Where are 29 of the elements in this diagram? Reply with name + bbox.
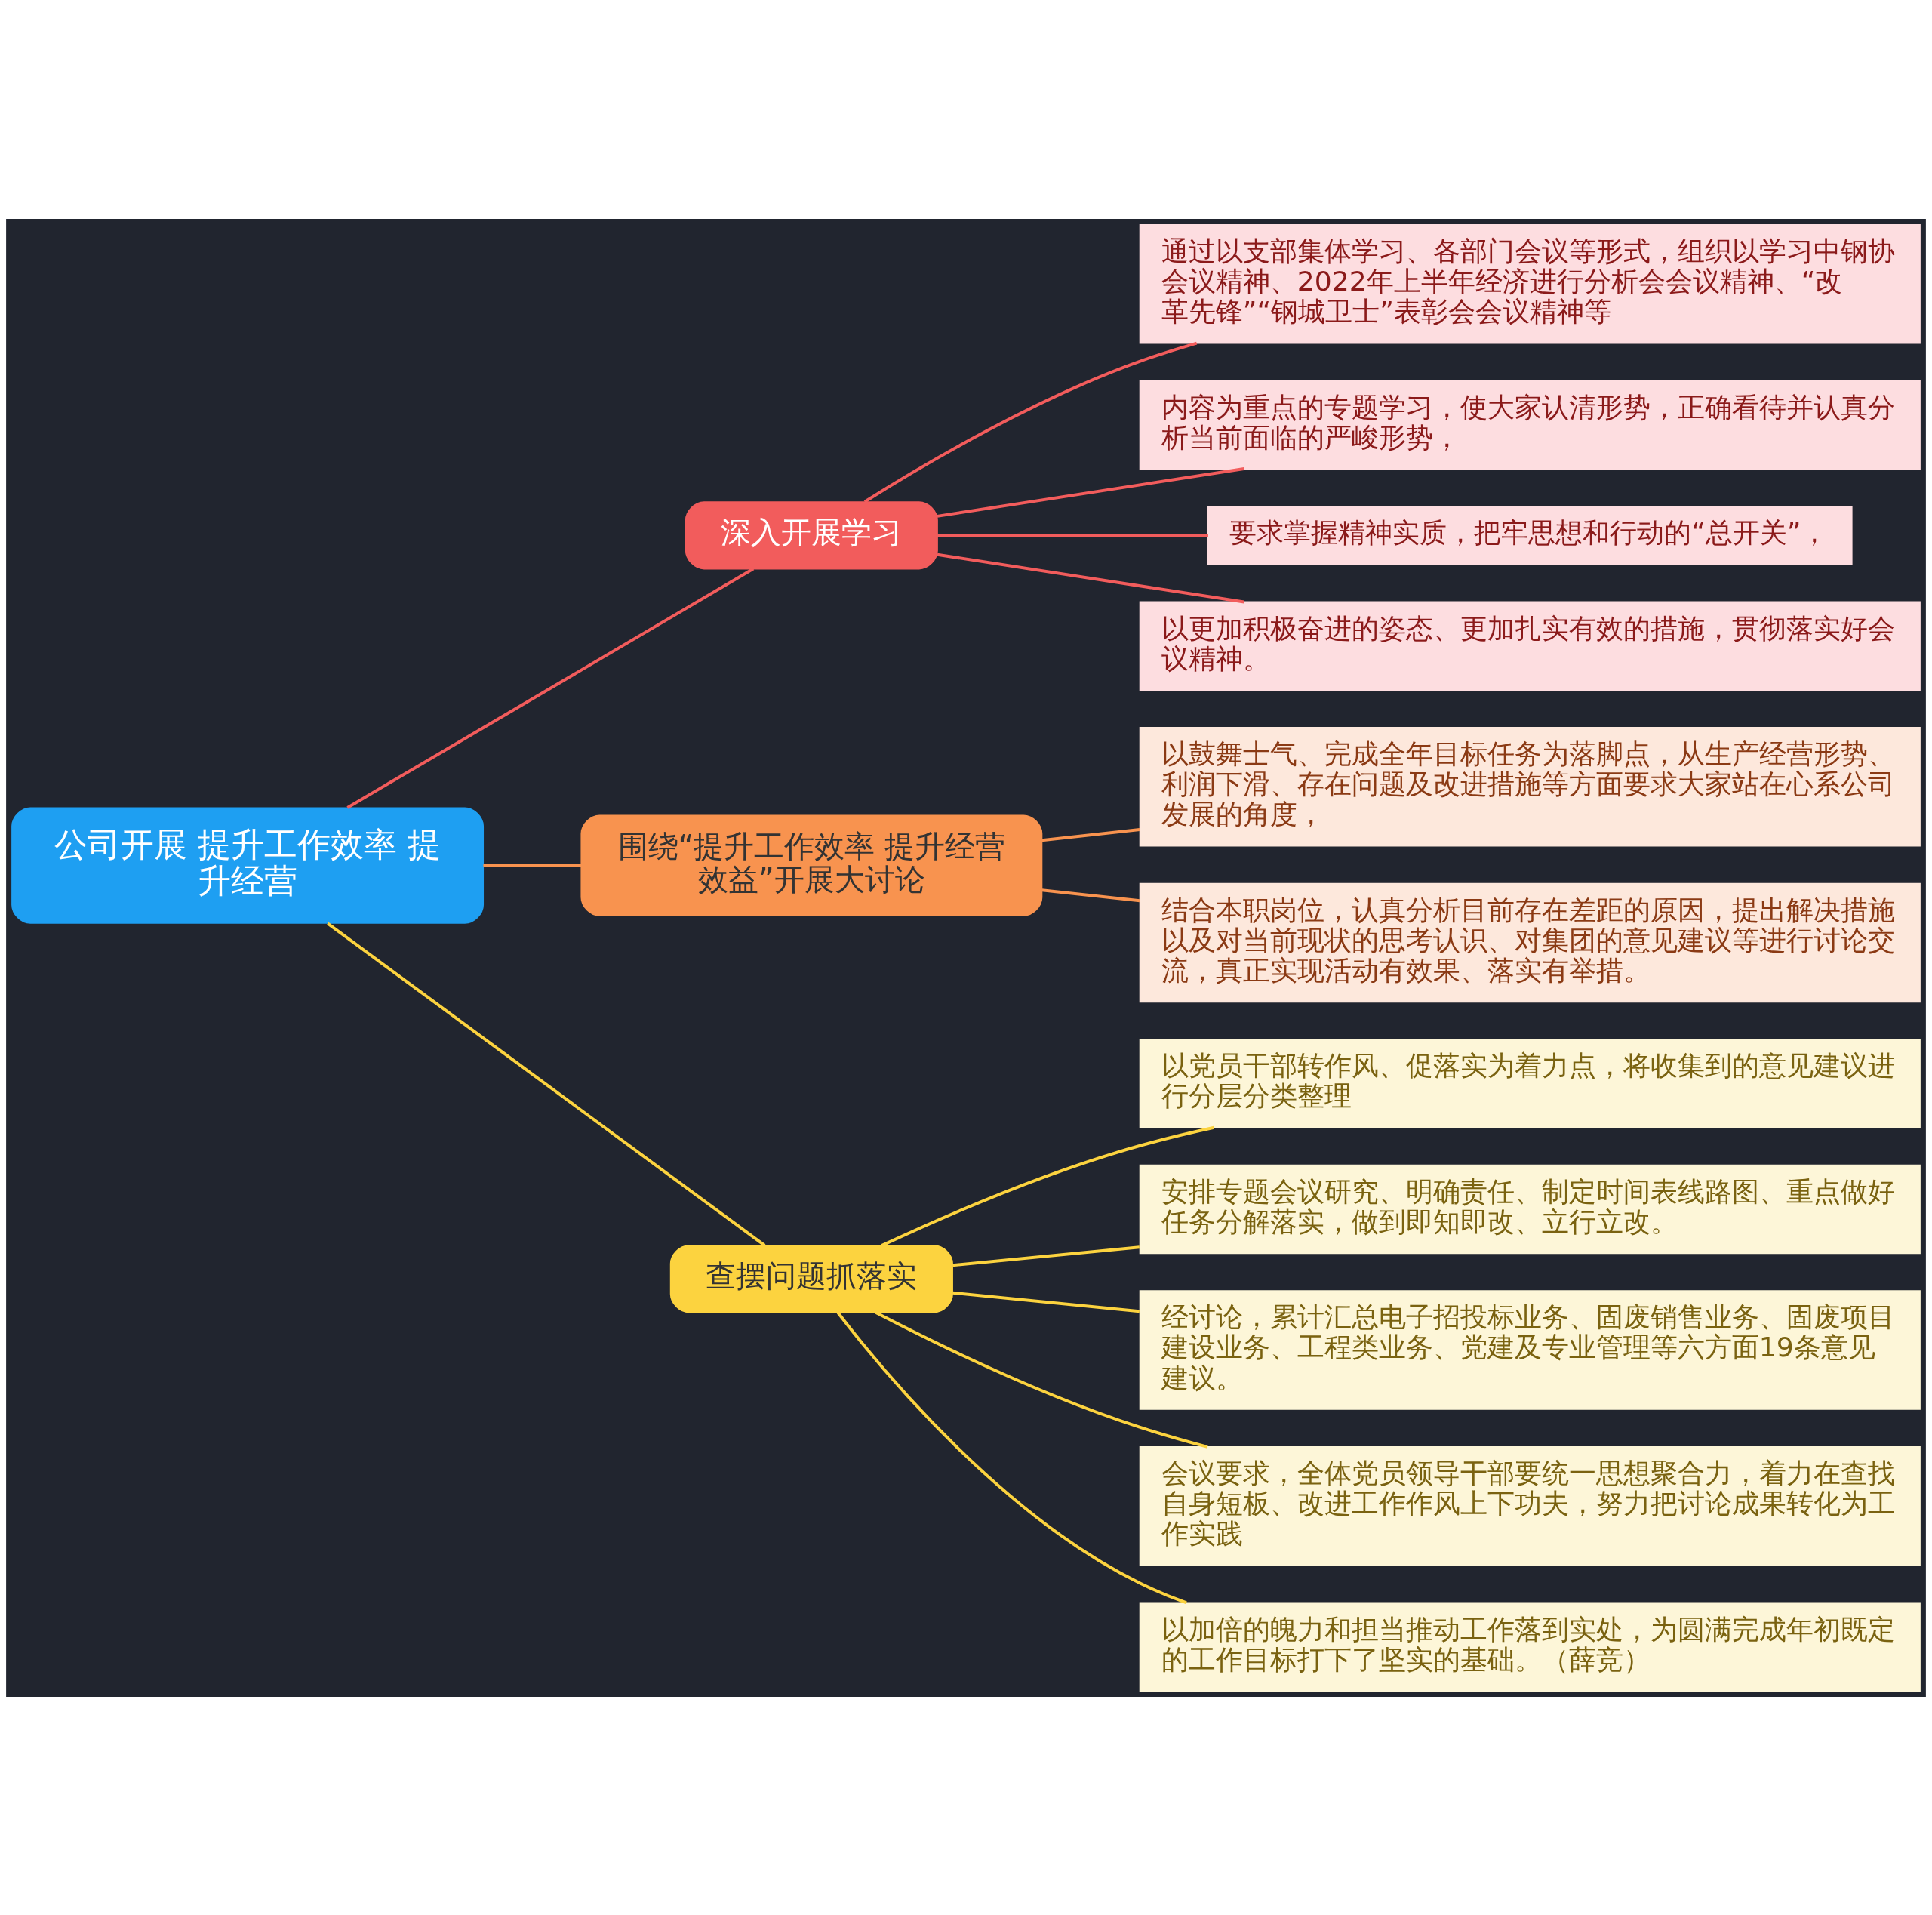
connector (836, 1311, 1187, 1604)
node-box: 以党员干部转作风、促落实为着力点，将收集到的意见建议进行分层分类整理 (1139, 1038, 1921, 1128)
node-box: 围绕“提升工作效率 提升经营效益”开展大讨论 (580, 814, 1043, 916)
connector (483, 864, 582, 867)
connector (937, 553, 1244, 603)
node-box: 查摆问题抓落实 (669, 1244, 953, 1313)
node-box: 以加倍的魄力和担当推动工作落到实处，为圆满完成年初既定的工作目标打下了坚实的基础。（薛竞） (1139, 1602, 1921, 1692)
connector (952, 1245, 1140, 1267)
connector (874, 1310, 1208, 1449)
node-box: 通过以支部集体学习、各部门会议等形式，组织以学习中钢协会议精神、2022年上半年经济进行分析会会议精神、“改革先锋”“钢城卫士”表彰会会议精神等 (1139, 223, 1921, 343)
connector (863, 341, 1198, 503)
connector (881, 1125, 1214, 1247)
node-box: 内容为重点的专题学习，使大家认清形势，正确看待并认真分析当前面临的严峻形势， (1139, 380, 1921, 470)
connector (937, 533, 1208, 537)
connector (346, 567, 755, 809)
connector (952, 1291, 1140, 1313)
connector (1041, 888, 1140, 902)
node-box: 公司开展 提升工作效率 提升经营 (11, 806, 485, 924)
node-box: 以更加积极奋进的姿态、更加扎实有效的措施，贯彻落实好会议精神。 (1139, 601, 1921, 691)
node-box: 安排专题会议研究、明确责任、制定时间表线路图、重点做好任务分解落实，做到即知即改、立行立改。 (1139, 1164, 1921, 1254)
node-box: 深入开展学习 (685, 500, 938, 569)
node-box: 经讨论，累计汇总电子招投标业务、固废销售业务、固废项目建设业务、工程类业务、党建及专业管理等六方面19条意见建议。 (1139, 1289, 1921, 1410)
connector (327, 922, 766, 1247)
node-box: 要求掌握精神实质，把牢思想和行动的“总开关”， (1207, 505, 1853, 565)
connector (1041, 827, 1140, 842)
node-box: 结合本职岗位，认真分析目前存在差距的原因，提出解决措施以及对当前现状的思考认识、对集团的意见建议等进行讨论交流，真正实现活动有效果、落实有举措。 (1139, 882, 1921, 1002)
connector (937, 466, 1244, 518)
node-box: 以鼓舞士气、完成全年目标任务为落脚点，从生产经营形势、利润下滑、存在问题及改进措施等方面要求大家站在心系公司发展的角度， (1139, 726, 1921, 847)
node-box: 会议要求，全体党员领导干部要统一思想聚合力，着力在查找自身短板、改进工作作风上下功夫，努力把讨论成果转化为工作实践 (1139, 1445, 1921, 1566)
